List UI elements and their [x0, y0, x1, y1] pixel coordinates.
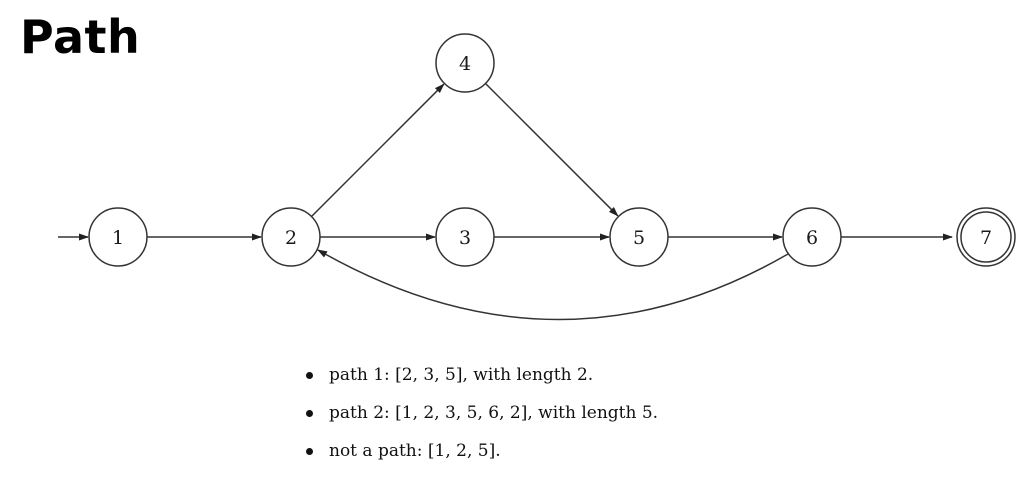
list-item-text: path 1: [2, 3, 5], with length 2. [329, 365, 594, 385]
node-4: 4 [435, 33, 495, 93]
bullet-icon [306, 409, 313, 417]
node-label: 1 [112, 227, 124, 249]
edge-2-4 [310, 83, 445, 218]
list-item-text: not a path: [1, 2, 5]. [329, 441, 501, 461]
list-item: path 1: [2, 3, 5], with length 2. [306, 356, 658, 394]
node-5: 5 [609, 207, 669, 267]
bullet-icon [306, 371, 313, 379]
bullet-icon [306, 447, 313, 455]
edge-6-2 [317, 249, 789, 321]
node-label: 7 [980, 227, 992, 249]
node-7: 7 [956, 207, 1016, 267]
node-label: 6 [806, 227, 818, 249]
list-item: not a path: [1, 2, 5]. [306, 432, 658, 470]
node-circle [435, 207, 495, 267]
node-circle [609, 207, 669, 267]
edge-4-5 [484, 82, 619, 217]
node-circle [956, 207, 1016, 267]
node-6: 6 [782, 207, 842, 267]
node-label: 3 [459, 227, 471, 249]
accepting-ring [960, 211, 1012, 263]
list-item: path 2: [1, 2, 3, 5, 6, 2], with length … [306, 394, 658, 432]
slide-title: Path [20, 10, 141, 64]
node-3: 3 [435, 207, 495, 267]
node-1: 1 [88, 207, 148, 267]
node-label: 2 [285, 227, 297, 249]
node-2: 2 [261, 207, 321, 267]
list-item-text: path 2: [1, 2, 3, 5, 6, 2], with length … [329, 403, 659, 423]
node-label: 5 [633, 227, 645, 249]
node-circle [782, 207, 842, 267]
path-graph: 1 2 3 4 5 6 7 [58, 33, 1016, 321]
node-circle [261, 207, 321, 267]
node-circle [88, 207, 148, 267]
node-circle [435, 33, 495, 93]
node-label: 4 [459, 53, 471, 75]
path-examples-list: path 1: [2, 3, 5], with length 2. path 2… [306, 356, 658, 470]
